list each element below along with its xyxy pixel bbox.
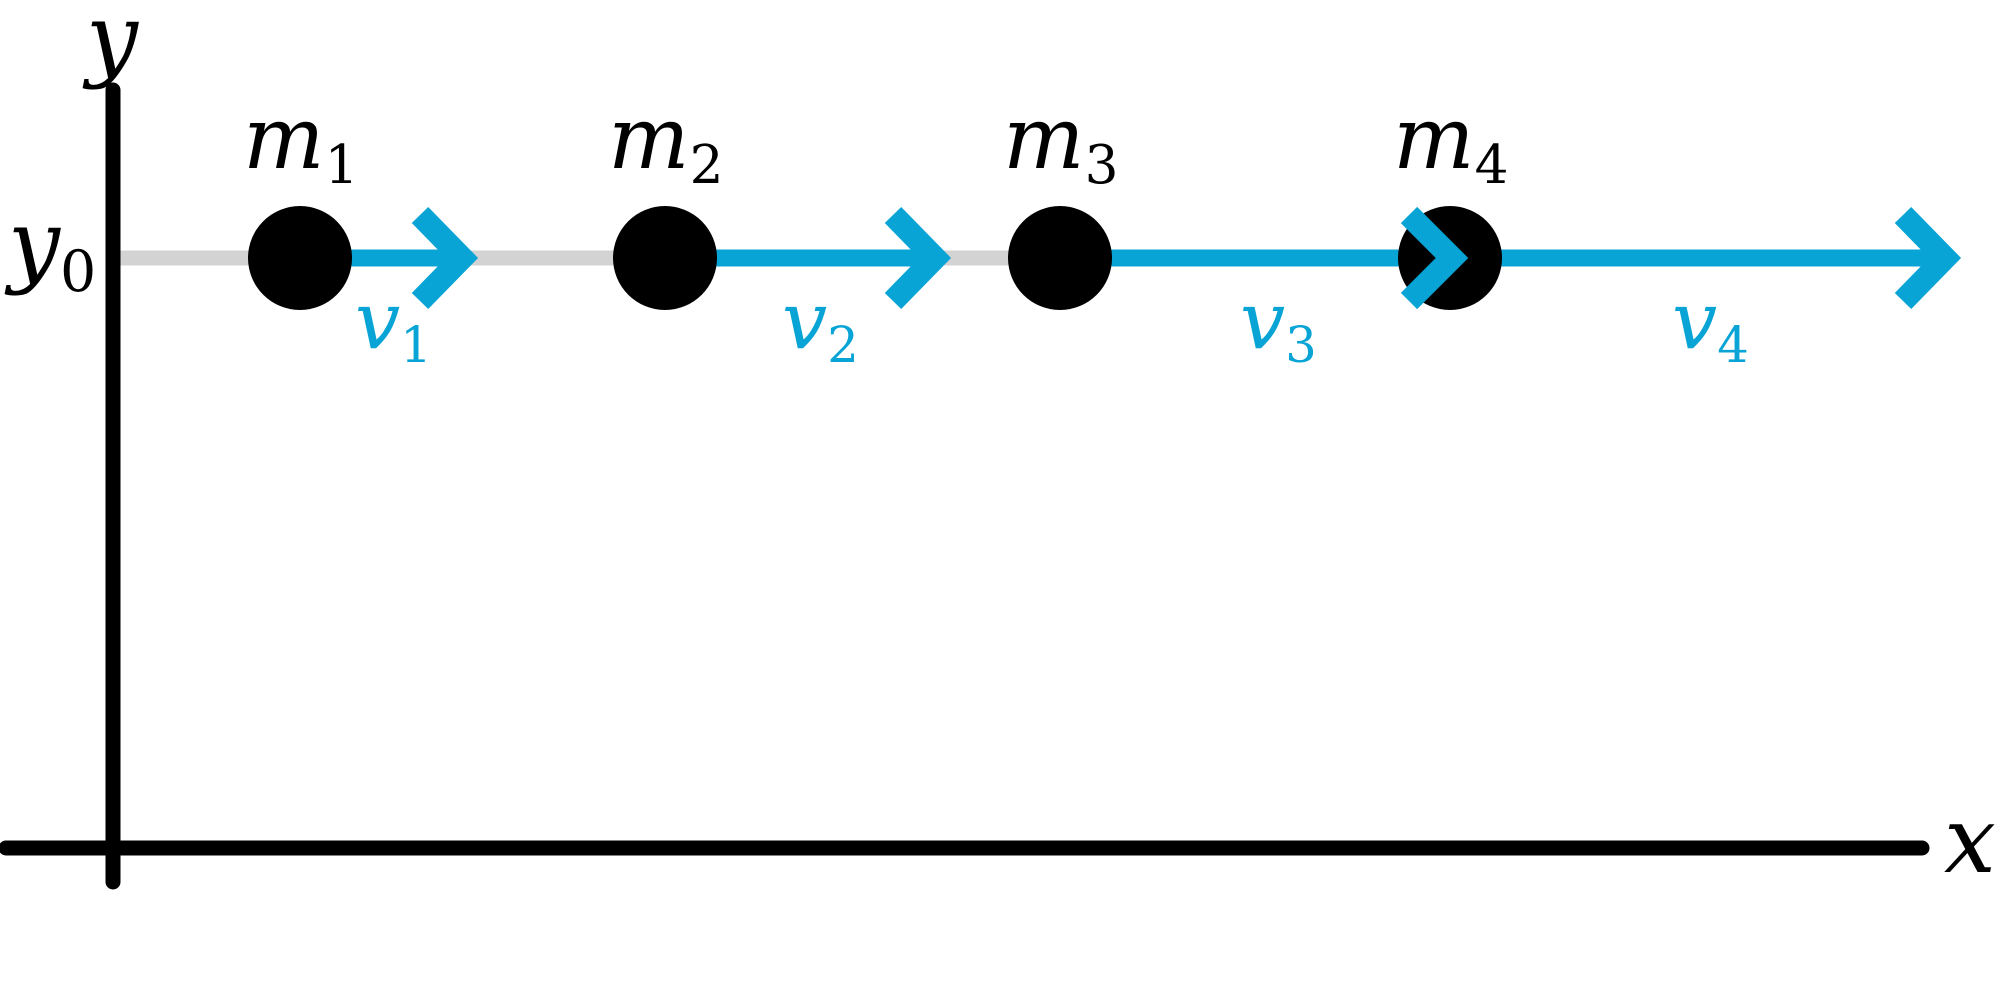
velocity-arrow-2 — [712, 206, 952, 310]
y-zero-subscript: 0 — [59, 238, 97, 305]
velocity-label-3-subscript: 3 — [1285, 315, 1317, 374]
mass-label-2-subscript: 2 — [689, 133, 724, 196]
mass-label-3: m3 — [1003, 96, 1118, 192]
velocity-label-3-base: v — [1240, 274, 1286, 367]
y-axis-label: y — [86, 0, 138, 91]
mass-label-1-subscript: 1 — [324, 133, 359, 196]
velocity-arrow-4 — [1498, 206, 1962, 310]
mass-label-3-subscript: 3 — [1084, 133, 1119, 196]
x-axis-label: x — [1944, 787, 1996, 894]
velocity-label-1-subscript: 1 — [400, 315, 432, 374]
velocity-label-2: v2 — [782, 281, 859, 370]
velocity-label-1: v1 — [355, 281, 432, 370]
mass-label-4: m4 — [1393, 96, 1508, 192]
mass-label-4-base: m — [1393, 89, 1475, 189]
mass-dot-1 — [248, 206, 352, 310]
velocity-label-4-base: v — [1672, 274, 1718, 367]
velocity-arrow-1 — [345, 206, 479, 310]
velocity-label-1-base: v — [355, 274, 401, 367]
mass-label-4-subscript: 4 — [1474, 133, 1509, 196]
y-zero-base: y — [8, 190, 60, 297]
velocity-label-2-subscript: 2 — [827, 315, 859, 374]
mass-dot-3 — [1008, 206, 1112, 310]
velocity-arrowhead-3 — [1400, 206, 1469, 310]
mass-dot-2 — [613, 206, 717, 310]
velocity-label-2-base: v — [782, 274, 828, 367]
velocity-label-3: v3 — [1240, 281, 1317, 370]
y-zero-label: y0 — [8, 198, 96, 301]
mass-label-1: m1 — [243, 96, 358, 192]
mass-label-2: m2 — [608, 96, 723, 192]
mass-label-3-base: m — [1003, 89, 1085, 189]
velocity-label-4-subscript: 4 — [1717, 315, 1749, 374]
mass-label-1-base: m — [243, 89, 325, 189]
velocity-label-4: v4 — [1672, 281, 1749, 370]
mass-label-2-base: m — [608, 89, 690, 189]
